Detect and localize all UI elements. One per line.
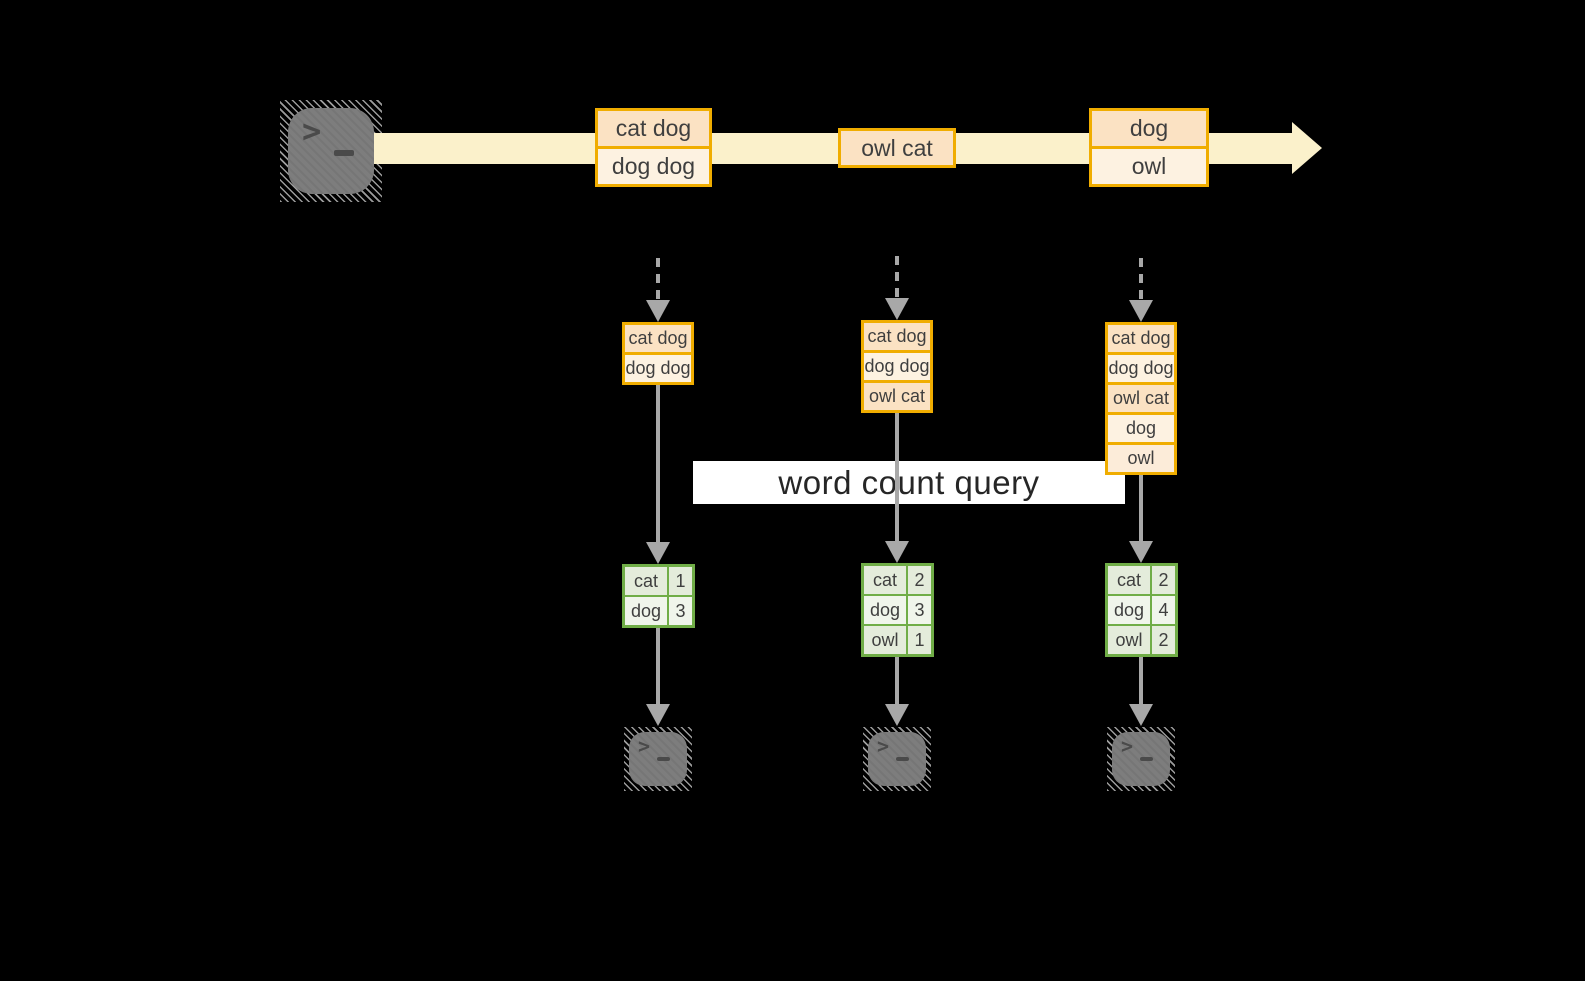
- stream-batch-1: cat dog dog dog: [595, 108, 712, 187]
- query-arrow-line: [1139, 474, 1143, 543]
- window-buffer-3: cat dog dog dog owl cat dog owl: [1105, 322, 1177, 475]
- count-cell: 3: [669, 597, 692, 625]
- table-row: owl 1: [864, 626, 931, 654]
- sink-arrow-line: [1139, 657, 1143, 706]
- word-cell: dog: [864, 596, 906, 624]
- table-row: dog 3: [864, 596, 931, 624]
- table-row: dog 3: [625, 597, 692, 625]
- query-arrow-head-icon: [646, 542, 670, 564]
- count-cell: 2: [908, 566, 931, 594]
- word-count-table-3: cat 2 dog 4 owl 2: [1105, 563, 1178, 657]
- word-count-table-1: cat 1 dog 3: [622, 564, 695, 628]
- word-cell: cat: [864, 566, 906, 594]
- terminal-icon: >: [1112, 732, 1170, 786]
- terminal-prompt-icon: >: [1121, 734, 1134, 758]
- count-cell: 2: [1152, 566, 1175, 594]
- stream-batch-2: owl cat: [838, 128, 956, 168]
- terminal-cursor-icon: [657, 757, 670, 761]
- terminal-icon: >: [288, 108, 374, 194]
- table-row: cat 2: [1108, 566, 1175, 594]
- buffered-record: dog dog: [1105, 352, 1177, 385]
- sink-terminal-icon: >: [1107, 727, 1175, 791]
- ingest-arrow-line: [656, 258, 660, 302]
- terminal-icon: >: [629, 732, 687, 786]
- buffered-record: dog dog: [622, 352, 694, 385]
- terminal-cursor-icon: [896, 757, 909, 761]
- buffered-record: cat dog: [861, 320, 933, 353]
- terminal-prompt-icon: >: [638, 734, 651, 758]
- word-cell: owl: [864, 626, 906, 654]
- buffered-record: owl cat: [861, 380, 933, 413]
- word-cell: cat: [1108, 566, 1150, 594]
- terminal-cursor-icon: [334, 150, 354, 156]
- table-row: owl 2: [1108, 626, 1175, 654]
- stream-arrow-head-icon: [1292, 122, 1322, 174]
- ingest-arrow-line: [895, 256, 899, 300]
- query-label: word count query: [778, 463, 1040, 501]
- ingest-arrow-line: [1139, 258, 1143, 302]
- terminal-icon: >: [868, 732, 926, 786]
- buffered-record: dog dog: [861, 350, 933, 383]
- table-row: dog 4: [1108, 596, 1175, 624]
- stream-record: owl: [1089, 146, 1209, 187]
- word-cell: dog: [1108, 596, 1150, 624]
- word-cell: dog: [625, 597, 667, 625]
- stream-record: cat dog: [595, 108, 712, 149]
- stream-batch-3: dog owl: [1089, 108, 1209, 187]
- query-label-box: word count query: [693, 461, 1125, 504]
- query-arrow-line: [895, 413, 899, 543]
- query-arrow-line: [656, 385, 660, 544]
- sink-arrow-line: [656, 628, 660, 706]
- query-arrow-head-icon: [1129, 541, 1153, 563]
- table-row: cat 2: [864, 566, 931, 594]
- ingest-arrow-head-icon: [885, 298, 909, 320]
- source-terminal-icon: >: [280, 100, 382, 202]
- count-cell: 4: [1152, 596, 1175, 624]
- count-cell: 3: [908, 596, 931, 624]
- ingest-arrow-head-icon: [646, 300, 670, 322]
- terminal-prompt-icon: >: [877, 734, 890, 758]
- ingest-arrow-head-icon: [1129, 300, 1153, 322]
- buffered-record: dog: [1105, 412, 1177, 445]
- stream-record: owl cat: [838, 128, 956, 168]
- sink-terminal-icon: >: [863, 727, 931, 791]
- window-buffer-2: cat dog dog dog owl cat: [861, 320, 933, 413]
- sink-arrow-head-icon: [885, 704, 909, 726]
- word-count-table-2: cat 2 dog 3 owl 1: [861, 563, 934, 657]
- sink-terminal-icon: >: [624, 727, 692, 791]
- terminal-prompt-icon: >: [302, 112, 322, 150]
- window-buffer-1: cat dog dog dog: [622, 322, 694, 385]
- table-row: cat 1: [625, 567, 692, 595]
- buffered-record: cat dog: [1105, 322, 1177, 355]
- terminal-cursor-icon: [1140, 757, 1153, 761]
- count-cell: 1: [908, 626, 931, 654]
- sink-arrow-line: [895, 657, 899, 706]
- count-cell: 1: [669, 567, 692, 595]
- stream-record: dog dog: [595, 146, 712, 187]
- sink-arrow-head-icon: [646, 704, 670, 726]
- word-cell: cat: [625, 567, 667, 595]
- sink-arrow-head-icon: [1129, 704, 1153, 726]
- stream-record: dog: [1089, 108, 1209, 149]
- count-cell: 2: [1152, 626, 1175, 654]
- buffered-record: cat dog: [622, 322, 694, 355]
- buffered-record: owl cat: [1105, 382, 1177, 415]
- buffered-record: owl: [1105, 442, 1177, 475]
- query-arrow-head-icon: [885, 541, 909, 563]
- word-cell: owl: [1108, 626, 1150, 654]
